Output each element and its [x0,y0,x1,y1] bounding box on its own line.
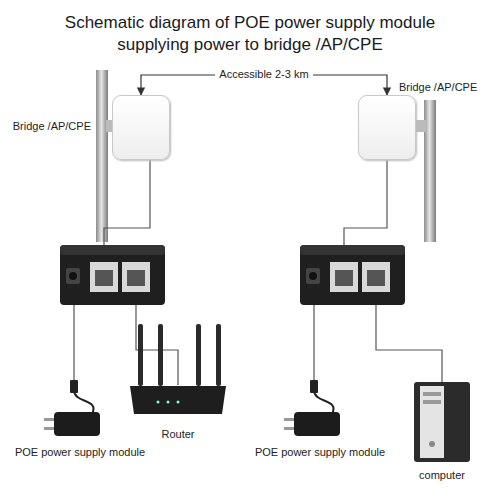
router: Router [128,322,228,422]
diagram-title: Schematic diagram of POE power supply mo… [40,12,460,56]
power-adapter: POE power supply module [40,380,120,440]
device-label: Router [161,428,194,441]
edge-label: Accessible 2-3 km [215,68,312,81]
router-icon [128,322,228,422]
pole [96,70,108,242]
power-adapter: POE power supply module [280,380,360,440]
adapter-icon [280,380,360,440]
poe-injector [60,245,165,305]
computer-icon [412,380,472,465]
computer: computer [412,380,472,465]
device-label: Bridge /AP/CPE [399,81,477,94]
adapter-icon [40,380,120,440]
device-label: computer [419,469,465,482]
wires [74,160,442,385]
bridge-device: Bridge /AP/CPE [358,95,416,160]
device-label: POE power supply module [255,446,385,459]
device-label: POE power supply module [15,446,145,459]
device-label: Bridge /AP/CPE [13,120,91,133]
poe-injector [300,245,405,305]
bridge-device: Bridge /AP/CPE [112,95,170,160]
